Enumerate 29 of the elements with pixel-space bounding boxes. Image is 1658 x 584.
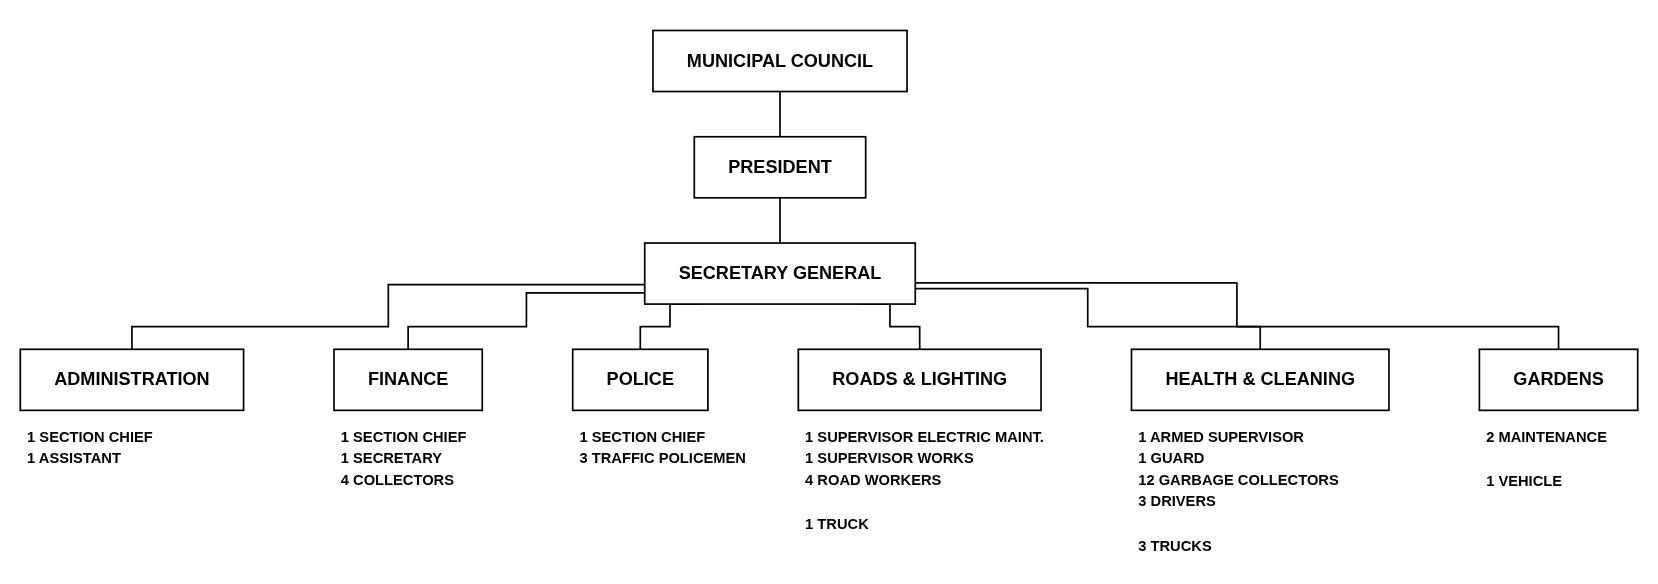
staff-list-item: 1 SECTION CHIEF bbox=[579, 429, 706, 445]
staff-list-item: 1 SECRETARY bbox=[340, 450, 442, 467]
node-box: FINANCE bbox=[333, 348, 484, 412]
staff-list-item: 4 ROAD WORKERS bbox=[805, 472, 942, 488]
node-box: GARDENS bbox=[1478, 348, 1639, 412]
staff-list-item: 1 SUPERVISOR ELECTRIC MAINT. bbox=[805, 429, 1044, 445]
staff-list-item: 1 GUARD bbox=[1138, 450, 1205, 467]
staff-list-item: 1 VEHICLE bbox=[1486, 473, 1563, 490]
node-box: PRESIDENT bbox=[693, 135, 867, 199]
staff-list-item: 1 SECTION CHIEF bbox=[27, 429, 153, 445]
connector bbox=[779, 196, 781, 244]
staff-list-item: 1 TRUCK bbox=[805, 516, 869, 533]
staff-list-item: 4 COLLECTORS bbox=[340, 472, 454, 488]
node-box: ROADS & LIGHTING bbox=[797, 348, 1042, 412]
staff-list-item: 12 GARBAGE COLLECTORS bbox=[1138, 472, 1339, 488]
staff-list-item: 1 SUPERVISOR WORKS bbox=[805, 450, 974, 467]
node-box: MUNICIPAL COUNCIL bbox=[652, 29, 908, 93]
staff-list-item: 3 TRUCKS bbox=[1138, 537, 1212, 554]
staff-list-item: 3 TRAFFIC POLICEMEN bbox=[579, 450, 746, 467]
node-box: HEALTH & CLEANING bbox=[1130, 348, 1390, 412]
node-box: ADMINISTRATION bbox=[19, 348, 245, 412]
staff-list-item: 1 SECTION CHIEF bbox=[340, 429, 467, 445]
staff-list-item: 1 ARMED SUPERVISOR bbox=[1138, 429, 1304, 445]
staff-list-item: 1 ASSISTANT bbox=[27, 450, 121, 467]
connector bbox=[779, 90, 781, 138]
node-box: POLICE bbox=[571, 348, 709, 412]
node-box: SECRETARY GENERAL bbox=[643, 242, 917, 305]
staff-list-item: 2 MAINTENANCE bbox=[1486, 429, 1607, 445]
staff-list-item: 3 DRIVERS bbox=[1138, 493, 1216, 510]
